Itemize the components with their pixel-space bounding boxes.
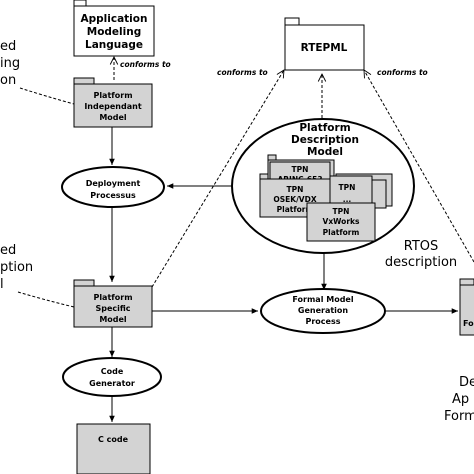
psm-line2: Specific xyxy=(95,304,130,313)
left-top-clipped-text: ed ing on xyxy=(0,39,20,88)
tpn-dots-package: TPN ... xyxy=(329,175,373,207)
codegen-line2: Generator xyxy=(89,379,135,388)
rtos-line1: RTOS xyxy=(404,239,439,254)
tpn-dots-line2: ... xyxy=(343,195,352,204)
tpn-osek-line2: OSEK/VDX xyxy=(273,195,316,204)
tpn-vxworks-package: TPN VxWorks Platform xyxy=(306,202,376,242)
tpn-arinc-line1: TPN xyxy=(292,165,309,174)
ccode-label: C code xyxy=(98,435,129,444)
deployment-process: Deployment Processus xyxy=(61,166,165,208)
edge-label-conforms-left: conforms to xyxy=(217,68,268,77)
aml-package: Application Modeling Language xyxy=(73,0,155,57)
c-code-document: C code xyxy=(76,423,151,474)
psm-line3: Model xyxy=(99,315,127,324)
pim-line2: Independant xyxy=(84,102,141,111)
psm-package: Platform Specific Model xyxy=(73,279,153,328)
tpn-vx-line3: Platform xyxy=(323,228,360,237)
deploy-line1: Deployment xyxy=(86,179,141,188)
edge-left-mid-psm xyxy=(17,291,75,308)
pdm-line1: Platform xyxy=(299,122,350,134)
tpn-osek-line1: TPN xyxy=(287,185,304,194)
right-bottom-clipped-text: De Ap Form xyxy=(444,375,474,424)
pim-line1: Platform xyxy=(93,91,132,100)
edge-label-conforms-right: conforms to xyxy=(377,68,428,77)
right-box-label: Fo xyxy=(463,319,474,328)
tpn-vx-line2: VxWorks xyxy=(323,217,360,226)
formal-model-generation-process: Formal Model Generation Process xyxy=(260,288,386,334)
tpn-vx-line1: TPN xyxy=(333,207,350,216)
right-bottom-line2: Ap xyxy=(452,392,469,407)
tpn-osek-line3: Platform xyxy=(277,205,314,214)
left-mid-line3: l xyxy=(0,277,4,292)
left-top-line1: ed xyxy=(0,39,16,54)
edge-label-conforms-pim: conforms to xyxy=(120,60,171,69)
fmgp-line2: Generation xyxy=(298,306,349,315)
right-bottom-line3: Form xyxy=(444,409,474,424)
edge-left-top-pim xyxy=(19,87,75,105)
tpn-dots-line1: TPN xyxy=(339,183,356,192)
pim-line3: Model xyxy=(99,113,127,122)
left-mid-line1: ed xyxy=(0,243,16,258)
fmgp-line3: Process xyxy=(306,317,341,326)
fmgp-line1: Formal Model xyxy=(292,295,353,304)
aml-line3: Language xyxy=(85,39,143,51)
left-mid-clipped-text: ed ption l xyxy=(0,243,33,292)
left-top-line2: ing xyxy=(0,56,20,71)
aml-line1: Application xyxy=(81,13,148,25)
pdm-line3: Model xyxy=(307,146,343,158)
codegen-line1: Code xyxy=(101,367,124,376)
deploy-line2: Processus xyxy=(90,191,136,200)
pdm-line2: Description xyxy=(291,134,359,146)
left-mid-line2: ption xyxy=(0,260,33,275)
right-bottom-line1: De xyxy=(459,375,474,390)
rtepml-package: RTEPML xyxy=(284,17,365,71)
edge-psm-rtepml xyxy=(151,70,284,288)
edge-right-rtepml xyxy=(364,70,474,263)
pim-package: Platform Independant Model xyxy=(73,77,153,128)
left-top-line3: on xyxy=(0,73,16,88)
aml-line2: Modeling xyxy=(87,26,142,38)
tpn-osek-package: TPN OSEK/VDX Platform xyxy=(259,173,331,218)
rtepml-label: RTEPML xyxy=(301,42,348,54)
psm-line1: Platform xyxy=(93,293,132,302)
rtos-line2: description xyxy=(385,255,457,270)
right-clipped-package: Fo xyxy=(459,278,474,336)
code-generator: Code Generator xyxy=(62,357,162,397)
platform-description-model: Platform Description Model TPN ARINC-653… xyxy=(231,118,415,254)
